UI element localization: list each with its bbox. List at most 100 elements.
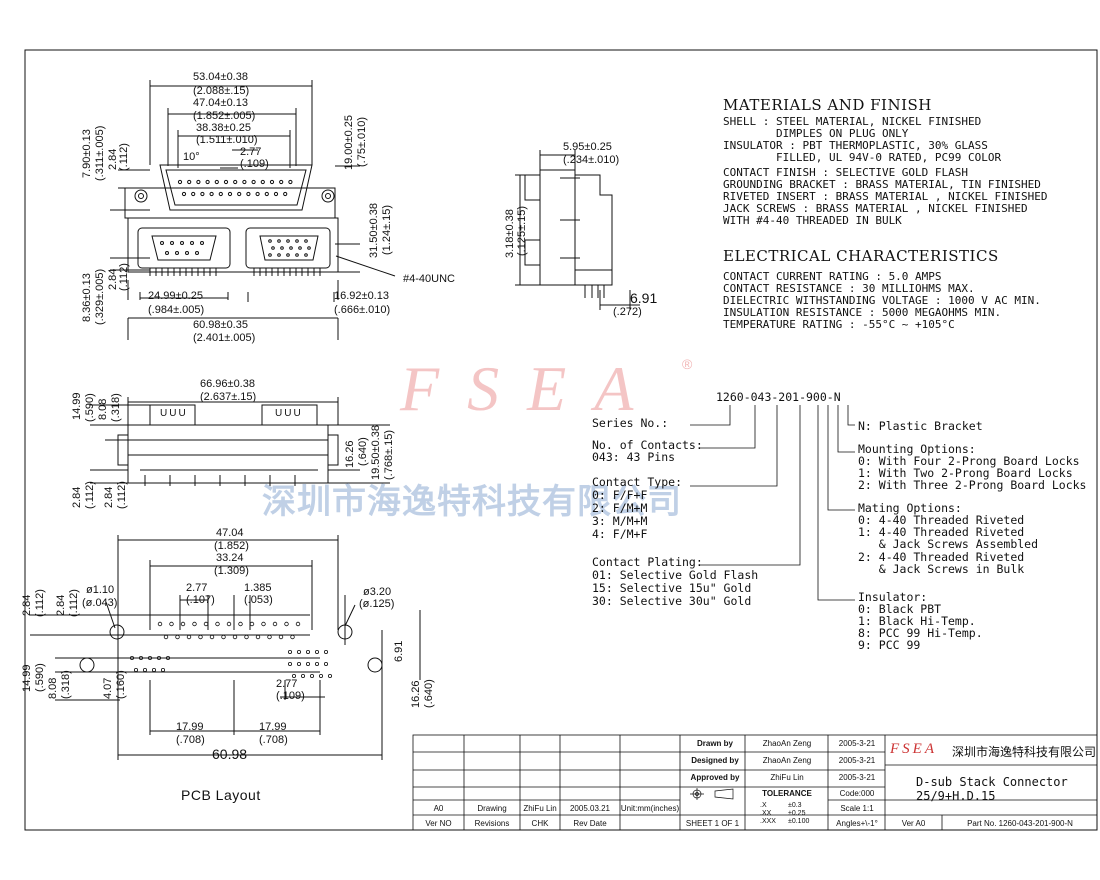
pcb-hole: [314, 650, 319, 655]
pcb-hole: [226, 621, 232, 627]
contact-pin: [227, 191, 233, 197]
dim-shell-width-in: (1.852±.005): [193, 110, 256, 122]
dim-side-offset: 6.91: [630, 290, 658, 306]
tb-tol-xx-value: ±0.25: [788, 810, 806, 817]
contact-type-option: 3: M/M+M: [592, 514, 648, 528]
dim-right-port-in: (.666±.010): [334, 304, 391, 316]
tb-code: Code:000: [839, 789, 875, 798]
dim-overall-width-in: (2.088±.15): [193, 85, 250, 97]
contact-pin: [218, 191, 223, 197]
insulator-option: 1: Black Hi-Temp.: [858, 614, 976, 628]
contact-pin: [223, 179, 229, 185]
pcb-hole: [192, 621, 197, 627]
vdim-pcb-b: 2.84: [55, 594, 67, 616]
watermark-registered-mark: ®: [682, 356, 693, 372]
tb-units: Unit:mm(inches): [620, 804, 680, 813]
pcb-hole: [244, 634, 249, 640]
tb-designed-label: Designed by: [691, 756, 739, 765]
plating-option: 30: Selective 30u" Gold: [592, 594, 752, 608]
contact-pin: [295, 239, 299, 243]
contact-pin: [209, 191, 214, 197]
pcb-hole: [284, 621, 289, 627]
contact-pin: [196, 179, 201, 185]
pcb-hole: [133, 668, 138, 673]
contact-type-option: 0: F/F+F: [592, 488, 648, 502]
mating-option: & Jack Screws in Bulk: [858, 562, 1025, 576]
tb-approved-name: ZhiFu Lin: [770, 773, 804, 782]
top-view-outline: [110, 80, 396, 340]
vdim-side-height: 3.18±0.38: [504, 209, 516, 258]
tb-tol-x-value: ±0.3: [788, 802, 802, 809]
pcb-hole: [296, 650, 301, 655]
dim-right-port: 16.92±0.13: [334, 290, 389, 302]
pcb-hole: [186, 634, 192, 640]
tb-tol-xxx-value: ±0.100: [788, 818, 810, 825]
vdim-total-height: 31.50±0.38: [368, 203, 380, 258]
tb-sheet: SHEET 1 OF 1: [685, 819, 740, 828]
dim-pcb-pin-hole: ø1.10: [86, 584, 115, 596]
contact-pin: [242, 179, 247, 185]
vdim-pcb-upper-in: (.318): [60, 670, 72, 699]
pcb-hole: [287, 662, 292, 667]
materials-line: SHELL : STEEL MATERIAL, NICKEL FINISHED: [723, 115, 982, 128]
dim-front-width: 66.96±0.38: [200, 378, 255, 390]
pcb-hole: [163, 634, 169, 640]
watermark-logo: FSEA: [400, 353, 662, 424]
contact-type-option: 2: F/M+M: [592, 501, 648, 515]
tb-drawing-subtitle: 25/9+H.D.15: [916, 789, 996, 803]
tb-approved-label: Approved by: [690, 773, 740, 782]
vdim-upper-height: 19.00±0.25: [343, 115, 355, 170]
electrical-line: CONTACT RESISTANCE : 30 MILLIOHMS MAX.: [723, 282, 975, 295]
contacts-label: No. of Contacts:: [592, 438, 703, 452]
vdim-front-upper: 8.08: [97, 398, 109, 420]
pcb-hole: [290, 634, 295, 640]
dim-pitch-in: (.109): [240, 158, 269, 170]
dim-pcb-halfpitch-in: (.053): [244, 594, 273, 606]
pcb-hole: [165, 656, 170, 661]
dim-pin-span-in: (1.511±.010): [196, 134, 258, 146]
contact-pin: [283, 191, 288, 197]
bracket-option: N: Plastic Bracket: [858, 419, 983, 433]
pcb-hole: [255, 634, 261, 640]
part-code: 1260-043-201-900-N: [716, 390, 841, 404]
tb-rev-date: 2005.03.21: [569, 804, 611, 813]
contact-pin: [277, 239, 281, 243]
dim-overall-width: 53.04±0.38: [193, 71, 248, 83]
tb-drawn-label: Drawn by: [696, 739, 733, 748]
part-code-leaders: [690, 405, 855, 601]
materials-line: WITH #4-40 THREADED IN BULK: [723, 214, 902, 227]
tb-logo: FSEA: [890, 741, 937, 757]
contact-pin: [200, 191, 205, 197]
dim-pcb-overall: 60.98: [212, 746, 248, 762]
tb-designed-date: 2005-3-21: [838, 756, 876, 765]
dim-pcb-halfpitch: 1.385: [244, 582, 272, 594]
label-left-latches: UUU: [160, 408, 188, 419]
pcb-hole: [309, 674, 314, 679]
pcb-hole: [278, 634, 284, 640]
pcb-hole: [160, 668, 165, 673]
contact-pin: [205, 179, 210, 185]
vdim-upper-height-in: (.75±.010): [356, 116, 368, 167]
tb-part-no: Part No. 1260-043-201-900-N: [967, 819, 1073, 828]
electrical-line: INSULATION RESISTANCE : 5000 MEGAOHMS MI…: [723, 306, 1002, 319]
dim-shell-width: 47.04±0.13: [193, 97, 248, 109]
materials-line: FILLED, UL 94V-0 RATED, PC99 COLOR: [723, 151, 1002, 164]
front-view-outline: [90, 397, 390, 486]
dim-pcb-pitch-in: (.107): [186, 594, 215, 606]
materials-line: JACK SCREWS : BRASS MATERIAL , NICKEL FI…: [723, 202, 1028, 215]
dim-left-port-in: (.984±.005): [148, 304, 205, 316]
dim-pcb-shell: 47.04: [216, 527, 244, 539]
contact-pin: [307, 246, 311, 250]
vdim-side-height-in: (.125±.15): [516, 205, 528, 256]
vdim-front-foot-a: 2.84: [71, 486, 83, 508]
vdim-pcb-upper: 8.08: [47, 677, 59, 699]
vdim-front-total-in: (.768±.15): [383, 429, 395, 480]
pcb-hole: [261, 621, 266, 627]
contact-pin: [165, 251, 169, 255]
vdim-front-upper-in: (.318): [110, 393, 122, 422]
vdim-top-shell: 7.90±0.13: [81, 129, 93, 178]
pcb-hole: [169, 621, 174, 627]
pcb-layout-title: PCB Layout: [181, 787, 261, 803]
mating-option: & Jack Screws Assembled: [858, 537, 1039, 551]
